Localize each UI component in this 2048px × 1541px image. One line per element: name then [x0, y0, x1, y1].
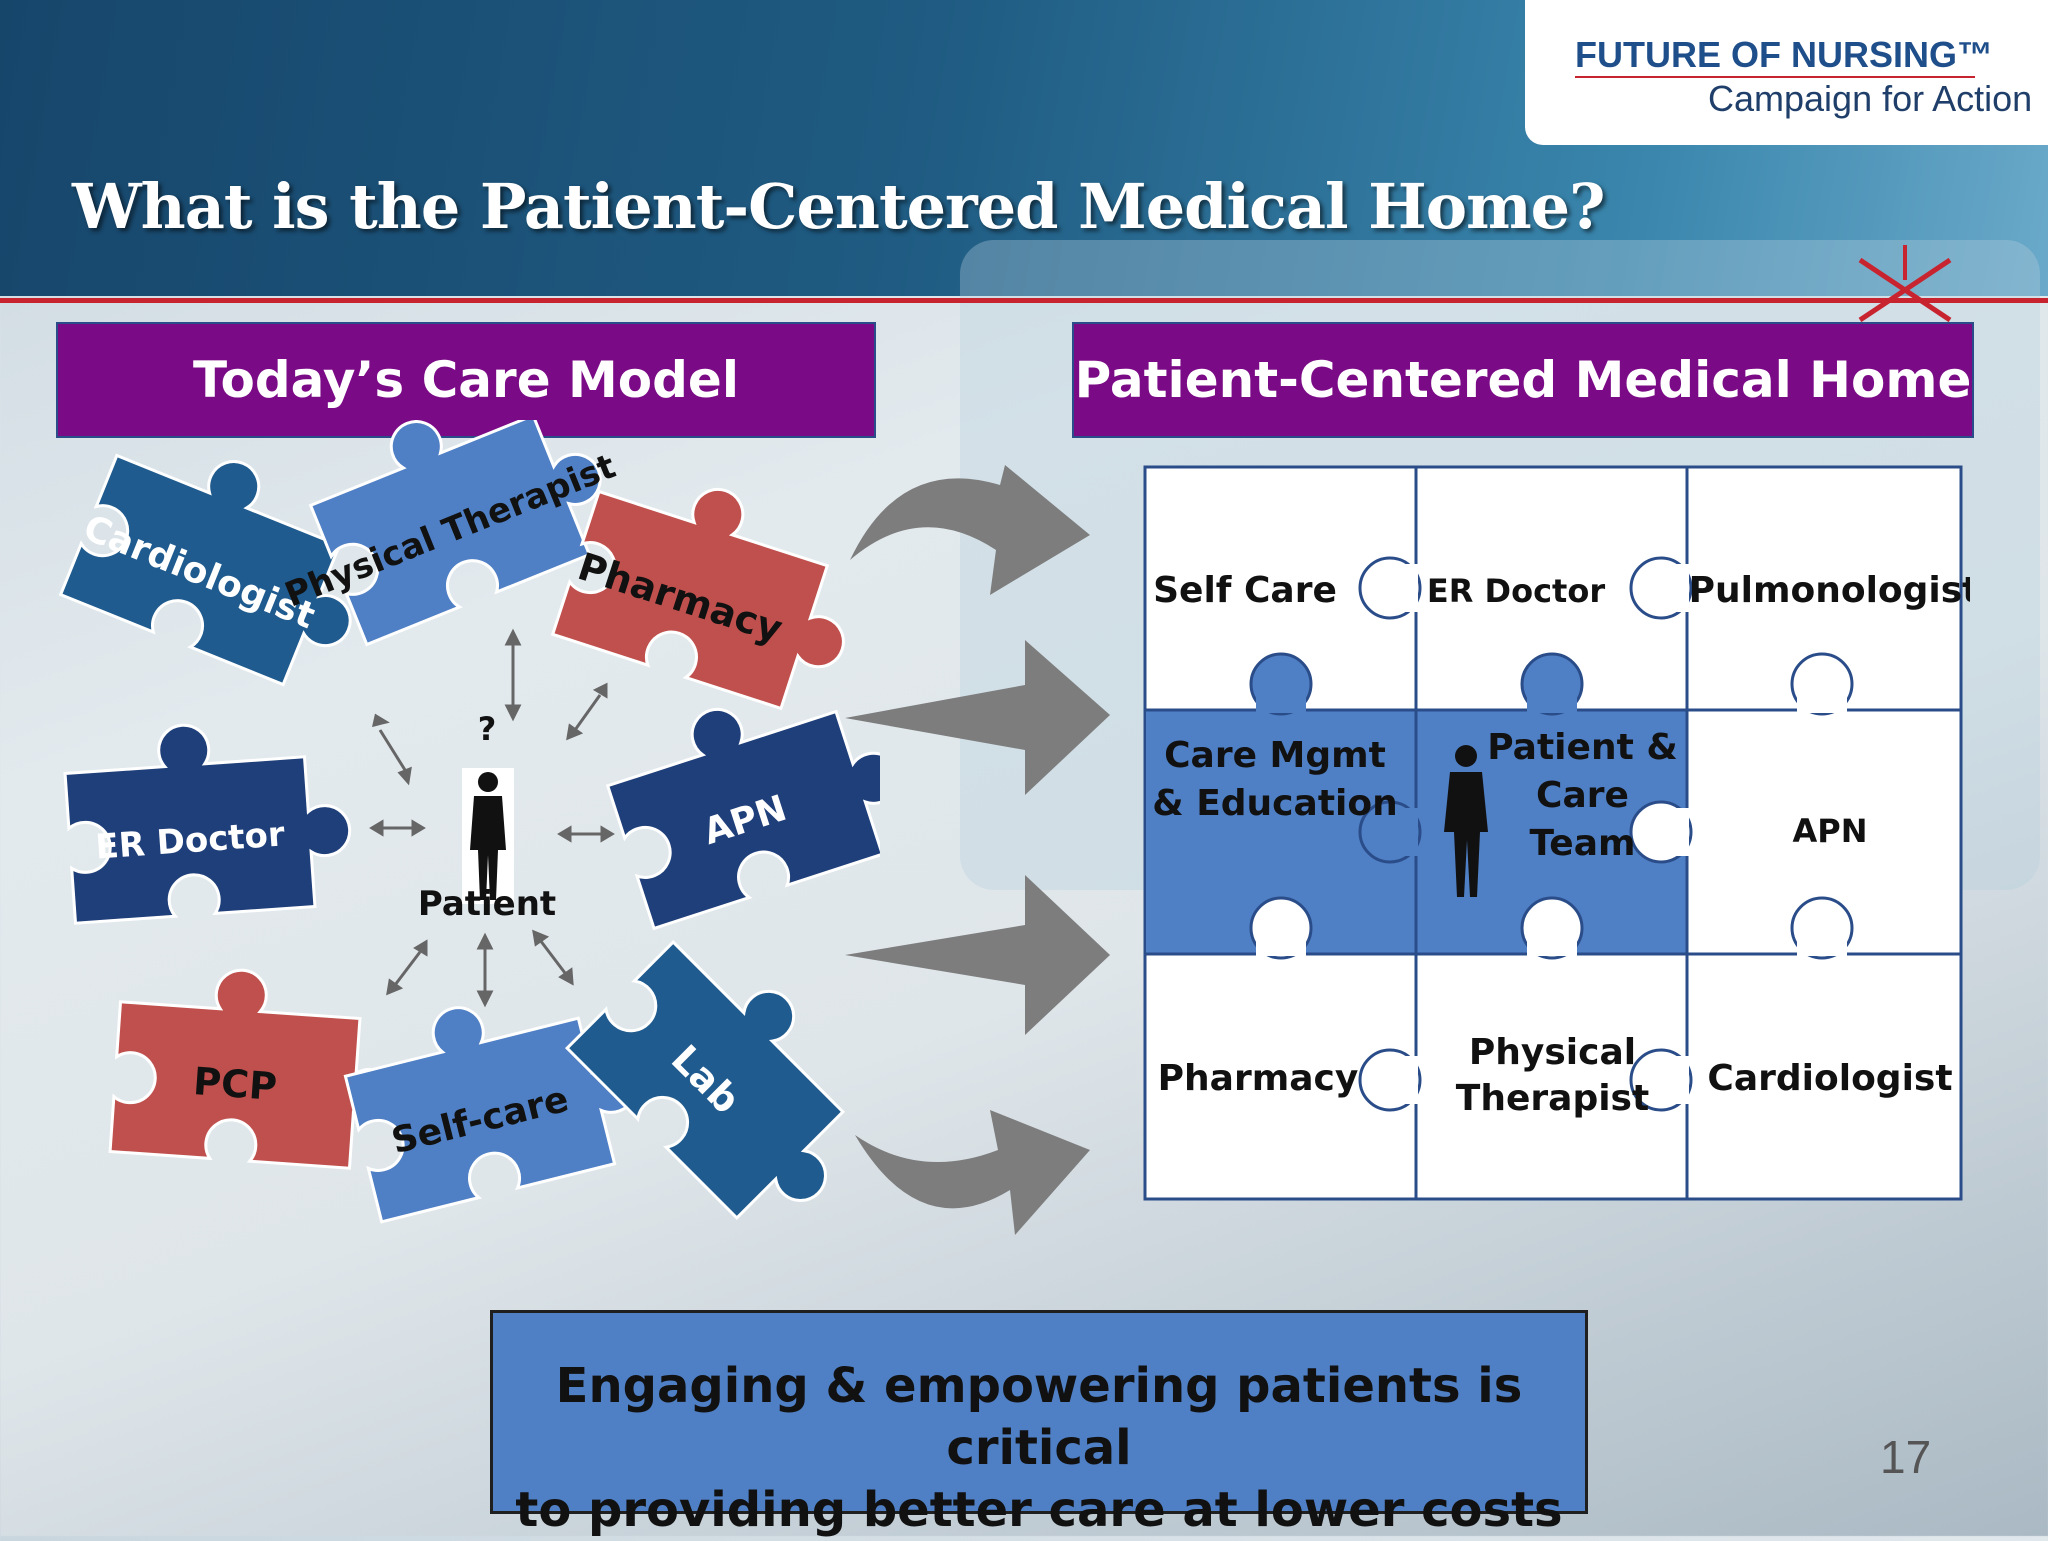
banner-divider-line: [0, 298, 2048, 303]
puzzle-piece-lab: Lab: [565, 912, 880, 1248]
logo-rule: [1575, 76, 1975, 78]
cell-patient-team-wrapper: Patient & Care Team: [1487, 727, 1678, 864]
arrow-bottom-curve: [855, 1110, 1090, 1235]
puzzle-knobs: [1249, 556, 1854, 1112]
puzzle-piece-er-doctor: ER Doctor: [60, 712, 357, 925]
page-number: 17: [1880, 1431, 1932, 1483]
arrow-lower-straight: [845, 875, 1110, 1035]
footer-line-1: Engaging & empowering patients is critic…: [555, 1358, 1523, 1476]
page-title: What is the Patient-Centered Medical Hom…: [72, 170, 1605, 243]
today-care-model-heading: Today’s Care Model: [56, 322, 876, 438]
pcmh-heading: Patient-Centered Medical Home: [1072, 322, 1974, 438]
cell-patient-care-team: Patient & Care Team: [1487, 727, 1678, 864]
question-mark: ?: [478, 710, 497, 748]
puzzle-piece-pcp: PCP: [108, 960, 405, 1173]
cell-cardiologist: Cardiologist: [1707, 1058, 1952, 1099]
cell-physical-therapist: Physical Therapist: [1455, 1032, 1650, 1119]
cell-er-doctor: ER Doctor: [1427, 572, 1605, 610]
footer-message-box: Engaging & empowering patients is critic…: [490, 1310, 1588, 1538]
pcmh-puzzle-grid: Self Care ER Doctor Pulmonologist Care M…: [1143, 465, 1970, 1201]
cell-physical-therapist-wrapper: Physical Therapist: [1455, 1032, 1650, 1119]
logo-title: FUTURE OF NURSING™: [1575, 34, 1993, 75]
puzzle-piece-apn: APN: [593, 659, 880, 930]
patient-figure-icon: [462, 768, 514, 904]
cell-pharmacy: Pharmacy: [1158, 1058, 1359, 1099]
logo: [1525, 0, 2048, 145]
patient-label: Patient: [418, 884, 556, 924]
arrow-upper-straight: [845, 640, 1110, 795]
logo-subtitle: Campaign for Action: [1708, 78, 2033, 119]
arrow-top-curve: [850, 465, 1090, 595]
puzzle-piece-cardiologist: Cardiologist: [59, 420, 393, 701]
cell-pulmonologist: Pulmonologist: [1689, 570, 1970, 611]
cell-self-care: Self Care: [1153, 570, 1337, 611]
puzzle-piece-pharmacy: Pharmacy: [551, 452, 880, 723]
patient-care-team-figure-icon: [1444, 745, 1488, 897]
cell-care-mgmt-education: Care Mgmt & Education: [1152, 735, 1398, 824]
piece-label: PCP: [192, 1059, 278, 1109]
today-care-model-diagram: Cardiologist Physical Therapist Pharmacy…: [59, 420, 880, 1248]
cross-mark-icon: [1858, 245, 1952, 323]
connection-arrows: [369, 628, 615, 1008]
transition-arrows: [845, 465, 1110, 1235]
footer-line-2: to providing better care at lower costs: [515, 1482, 1563, 1538]
cell-apn: APN: [1793, 812, 1868, 850]
puzzle-piece-self-care: Self-care: [334, 968, 655, 1224]
cell-care-mgmt-wrapper: Care Mgmt & Education: [1152, 735, 1398, 824]
